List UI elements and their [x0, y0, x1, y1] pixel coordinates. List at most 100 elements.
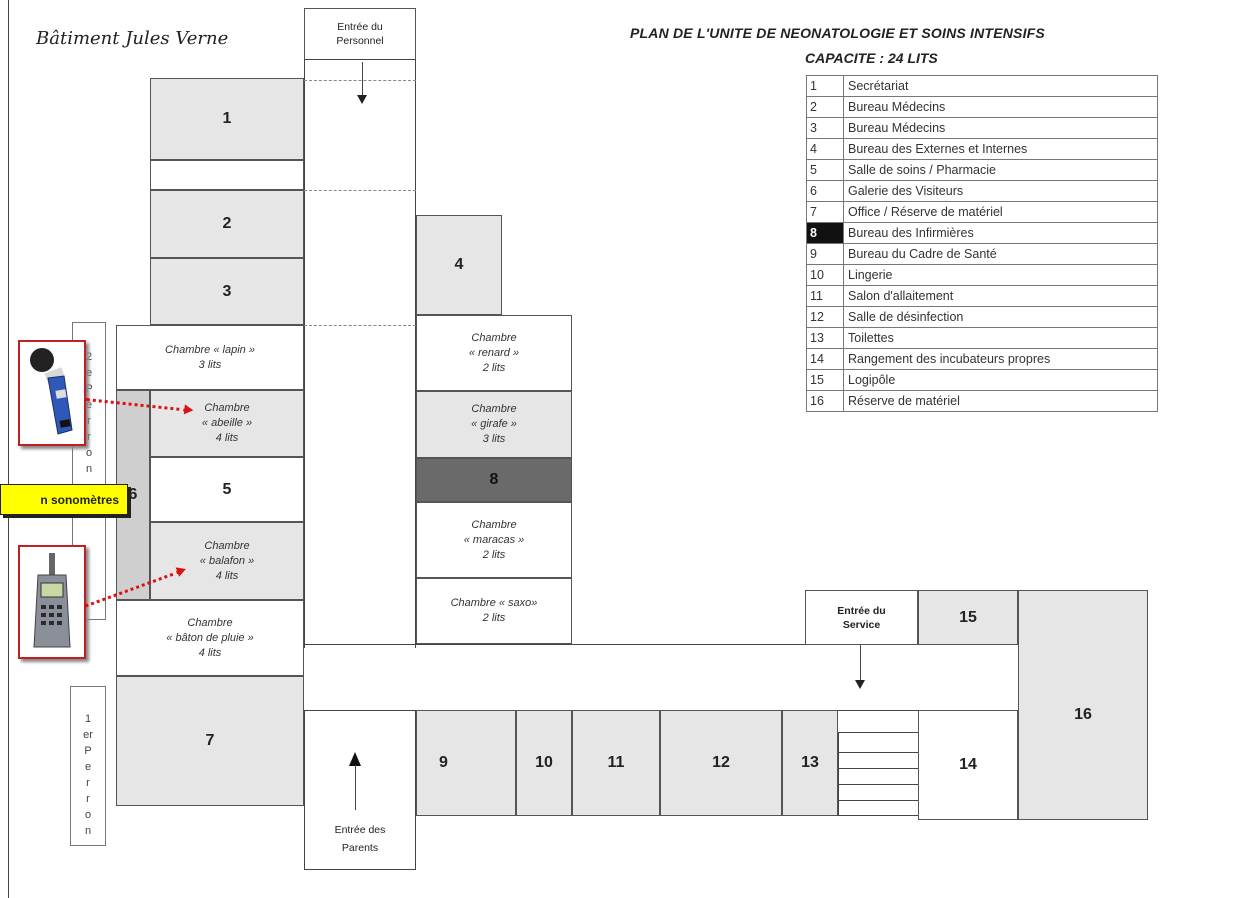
- corridor-divider: [304, 80, 416, 81]
- room-5-number: 5: [222, 480, 232, 498]
- legend-label: Logipôle: [843, 369, 1158, 391]
- service-entrance-label: Entrée du Service: [837, 604, 886, 631]
- legend-label: Salle de soins / Pharmacie: [843, 159, 1158, 181]
- parents-entrance: [304, 710, 416, 870]
- room-3: 3: [150, 258, 304, 325]
- legend-number: 13: [806, 327, 844, 349]
- room-renard-label: Chambre « renard » 2 lits: [468, 331, 520, 374]
- down-arrow-icon: [855, 680, 865, 689]
- stairs: [838, 732, 918, 816]
- legend-label: Bureau Médecins: [843, 96, 1158, 118]
- room-4-number: 4: [454, 256, 464, 273]
- sound-meter-callout: n sonomètres: [0, 484, 128, 515]
- legend-number: 16: [806, 390, 844, 412]
- room-lapin-label: Chambre « lapin » 3 lits: [165, 343, 255, 371]
- perron-1-label: 1 er P e r r o n: [83, 713, 93, 837]
- sound-meter-1: [18, 340, 86, 446]
- legend-label: Office / Réserve de matériel: [843, 201, 1158, 223]
- room-1: 1: [150, 78, 304, 160]
- central-corridor: [304, 8, 416, 648]
- room-8: 8: [416, 458, 572, 502]
- legend-number: 4: [806, 138, 844, 160]
- legend-number: 15: [806, 369, 844, 391]
- perron-2: 2 e P e r r o n: [72, 322, 106, 620]
- legend-label: Réserve de matériel: [843, 390, 1158, 412]
- legend-label: Rangement des incubateurs propres: [843, 348, 1158, 370]
- plan-title: PLAN DE L'UNITE DE NEONATOLOGIE ET SOINS…: [630, 25, 1045, 41]
- page-border: [8, 0, 9, 898]
- room-baton-label: Chambre « bâton de pluie » 4 lits: [166, 616, 254, 659]
- room-girafe: Chambre « girafe » 3 lits: [416, 391, 572, 458]
- room-15: 15: [918, 590, 1018, 645]
- room-3-number: 3: [222, 282, 232, 300]
- legend-number: 6: [806, 180, 844, 202]
- room-11: 11: [572, 710, 660, 816]
- down-arrow-icon: [357, 95, 367, 104]
- corridor-top-wall: [304, 644, 918, 645]
- room-6-number: 6: [128, 486, 138, 503]
- legend-label: Bureau Médecins: [843, 117, 1158, 139]
- room-12: 12: [660, 710, 782, 816]
- legend-number: 14: [806, 348, 844, 370]
- staff-entrance-label: Entrée du Personnel: [336, 21, 384, 47]
- service-entrance: Entrée du Service: [805, 590, 918, 645]
- parents-entrance-text: Entrée des Parents: [304, 820, 416, 856]
- room-balafon-label: Chambre « balafon » 4 lits: [199, 539, 255, 582]
- perron-1: 1 er P e r r o n: [70, 686, 106, 846]
- room-saxo: Chambre « saxo» 2 lits: [416, 578, 572, 644]
- perron-2-label: 2 e P e r r o n: [85, 351, 93, 475]
- room-7-number: 7: [205, 732, 215, 749]
- legend-number: 3: [806, 117, 844, 139]
- room-11-number: 11: [607, 754, 625, 771]
- legend-label: Lingerie: [843, 264, 1158, 286]
- room-13-number: 13: [801, 754, 819, 771]
- room-14: 14: [918, 710, 1018, 820]
- room-abeille-label: Chambre « abeille » 4 lits: [201, 402, 253, 444]
- service-arrow-shaft: [860, 645, 861, 681]
- stair-step: [838, 752, 918, 753]
- legend-number: 12: [806, 306, 844, 328]
- legend-label: Toilettes: [843, 327, 1158, 349]
- room-5: 5: [150, 457, 304, 522]
- room-lapin: Chambre « lapin » 3 lits: [116, 325, 304, 390]
- corridor-divider: [304, 190, 416, 191]
- stair-step: [838, 784, 918, 785]
- room-balafon: Chambre « balafon » 4 lits: [150, 522, 304, 600]
- room-gap: [150, 160, 304, 190]
- room-16-number: 16: [1074, 706, 1092, 723]
- room-saxo-label: Chambre « saxo» 2 lits: [450, 597, 538, 624]
- room-13: 13: [782, 710, 838, 816]
- legend-number: 1: [806, 75, 844, 97]
- legend-label: Galerie des Visiteurs: [843, 180, 1158, 202]
- parents-entrance-label: Entrée des Parents: [334, 824, 386, 854]
- legend-number: 2: [806, 96, 844, 118]
- room-1-number: 1: [222, 110, 232, 127]
- staff-arrow-shaft: [362, 62, 363, 98]
- room-girafe-label: Chambre « girafe » 3 lits: [471, 403, 517, 445]
- legend-label: Salle de désinfection: [843, 306, 1158, 328]
- stair-step: [838, 768, 918, 769]
- staff-entrance: Entrée du Personnel: [304, 8, 416, 60]
- legend-number: 5: [806, 159, 844, 181]
- plan-capacity: CAPACITE : 24 LITS: [805, 50, 938, 66]
- sound-level-meter-icon: [33, 553, 71, 648]
- corridor-divider: [304, 325, 416, 326]
- room-14-number: 14: [959, 756, 977, 773]
- sound-meter-2: [18, 545, 86, 659]
- sound-level-meter-icon: [30, 348, 73, 435]
- room-9-number: 9: [439, 754, 448, 771]
- room-maracas-label: Chambre « maracas » 2 lits: [463, 518, 525, 561]
- legend-label: Bureau du Cadre de Santé: [843, 243, 1158, 265]
- legend-number: 10: [806, 264, 844, 286]
